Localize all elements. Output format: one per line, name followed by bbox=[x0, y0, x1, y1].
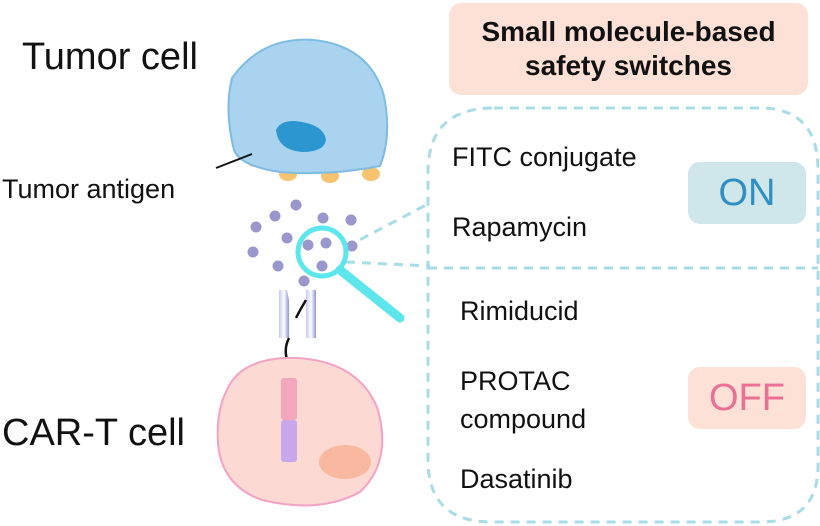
car-signaling-domain bbox=[281, 420, 297, 462]
on-item-rapamycin: Rapamycin bbox=[452, 212, 588, 242]
car-t-cell bbox=[216, 356, 384, 507]
molecule-dot bbox=[298, 275, 310, 287]
tumor-cell bbox=[227, 38, 389, 175]
magnifier-icon bbox=[295, 225, 405, 323]
tumor-antigen-label: Tumor antigen bbox=[2, 174, 176, 204]
molecule-dot bbox=[302, 239, 314, 251]
title-line-1: Small molecule-based bbox=[481, 16, 776, 47]
on-item-fitc: FITC conjugate bbox=[452, 142, 637, 172]
molecule-dot bbox=[346, 240, 358, 252]
molecule-dot bbox=[316, 260, 328, 272]
molecule-dot bbox=[317, 212, 329, 224]
tumor-cell-label: Tumor cell bbox=[22, 36, 198, 78]
tumor-nucleus bbox=[276, 121, 326, 152]
molecule-dot bbox=[250, 221, 262, 233]
molecule-dot bbox=[281, 232, 293, 244]
molecule-dot bbox=[272, 260, 284, 272]
off-item-rimiducid: Rimiducid bbox=[460, 296, 579, 326]
car-t-nucleus bbox=[319, 445, 371, 479]
car-receptor bbox=[279, 290, 316, 387]
molecule-dot bbox=[345, 214, 357, 226]
small-molecules bbox=[247, 199, 358, 287]
antigen bbox=[362, 167, 380, 181]
molecule-dot bbox=[247, 246, 259, 258]
off-item-dasatinib: Dasatinib bbox=[460, 464, 573, 494]
molecule-dot bbox=[290, 199, 302, 211]
molecule-dot bbox=[320, 237, 332, 249]
antigen-pointer bbox=[215, 153, 253, 169]
car-hinge-domain bbox=[281, 378, 297, 420]
off-state-badge: OFF bbox=[688, 367, 806, 429]
on-state-badge: ON bbox=[688, 162, 806, 224]
title-box: Small molecule-based safety switches bbox=[449, 3, 808, 95]
car-t-cell-label: CAR-T cell bbox=[2, 412, 185, 454]
off-item-protac-line1: PROTAC bbox=[460, 366, 571, 396]
dashed-panel-border bbox=[426, 106, 820, 524]
off-item-protac-line2: compound bbox=[460, 404, 587, 434]
zoom-line-top bbox=[345, 202, 429, 249]
title-line-2: safety switches bbox=[525, 50, 732, 81]
molecule-dot bbox=[269, 210, 281, 222]
zoom-line-bottom bbox=[345, 260, 431, 268]
